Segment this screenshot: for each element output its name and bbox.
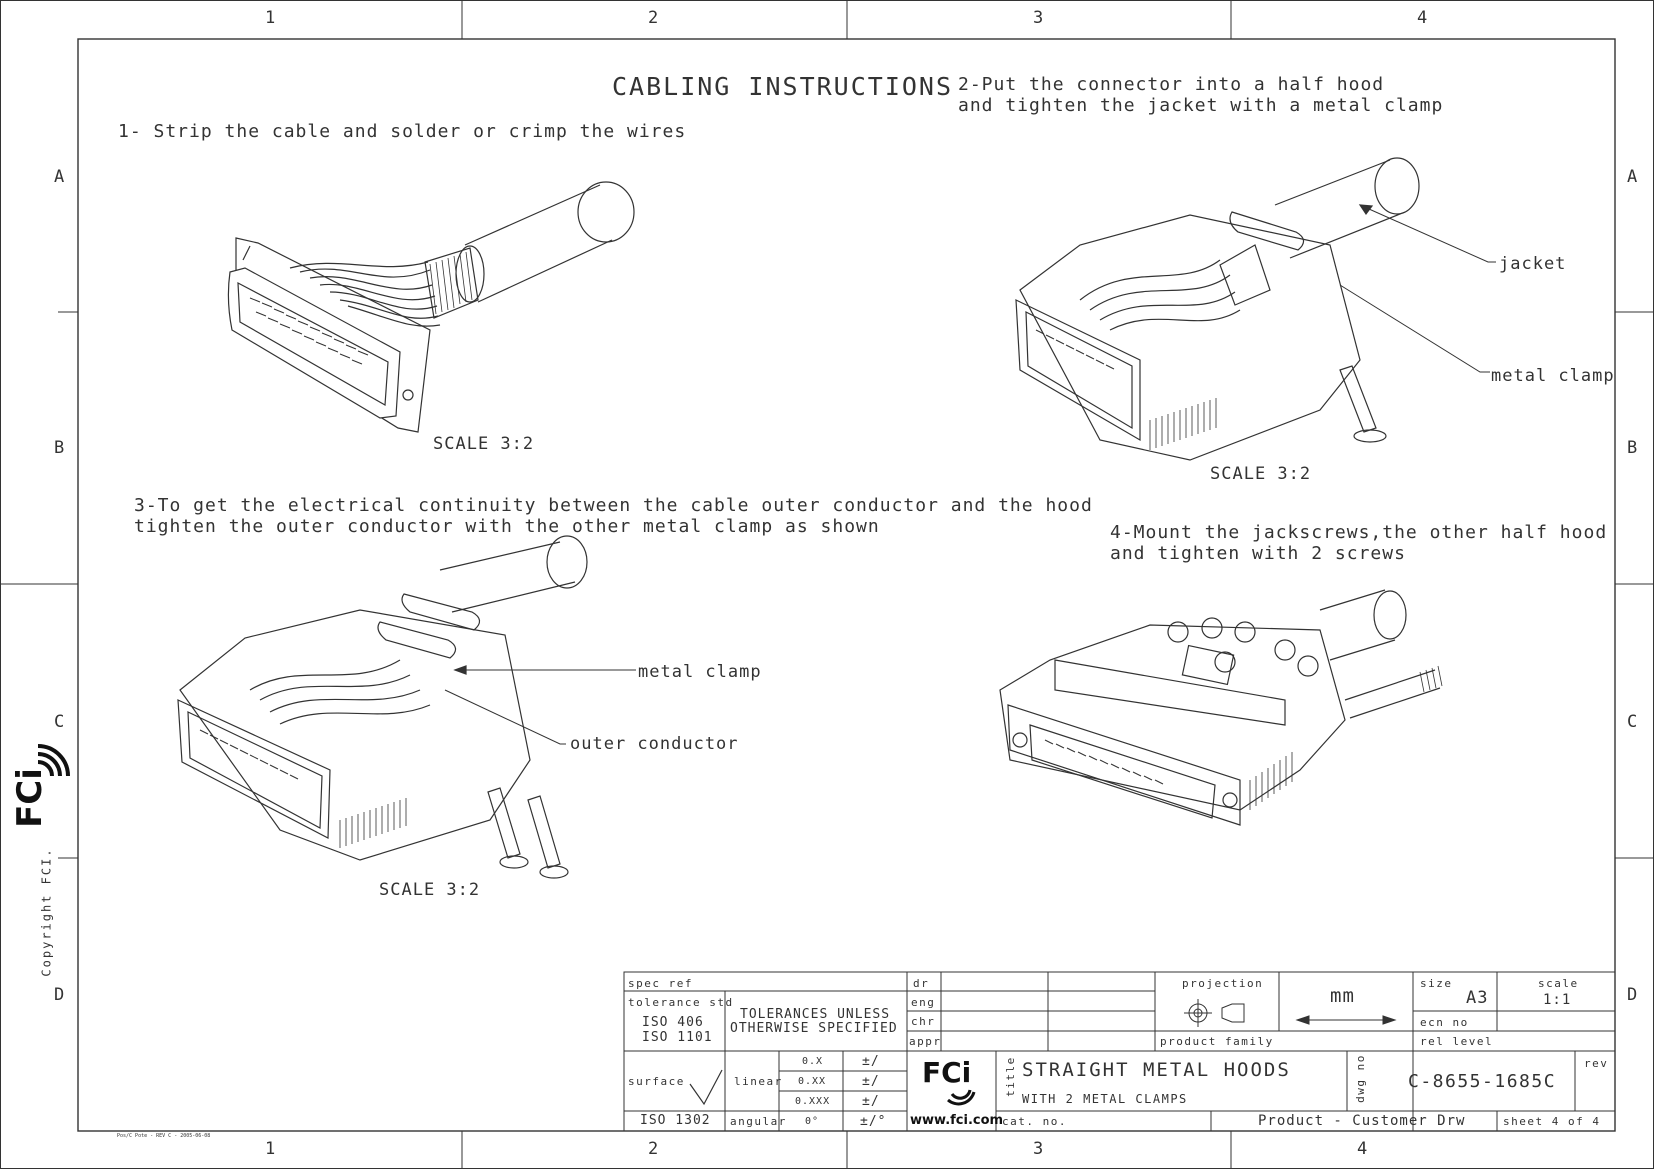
zone-number-1-top: 1	[265, 8, 277, 28]
footer-revision-note: Pos/C Pote - REV C - 2005-06-08	[117, 1133, 211, 1139]
tb-surface: surface	[628, 1075, 685, 1088]
step-2-line-1: 2-Put the connector into a half hood	[958, 74, 1385, 95]
scale-label-step-1: SCALE 3:2	[433, 434, 535, 454]
zone-number-4-top: 4	[1417, 8, 1429, 28]
tb-scale-value: 1:1	[1543, 992, 1572, 1008]
callout-jacket: jacket	[1499, 254, 1567, 274]
callout-metal-clamp-step-3: metal clamp	[638, 662, 762, 682]
fci-logo-vertical: FCi	[8, 744, 78, 830]
tb-rel-level: rel level	[1420, 1035, 1494, 1048]
fci-logo-title-block: FCi	[922, 1054, 992, 1106]
tb-tol-row-0xx: 0.XX	[798, 1076, 827, 1087]
tb-angular: angular	[730, 1115, 787, 1128]
fci-logo-text-title-block: FCi	[922, 1056, 972, 1089]
tb-sheet: sheet 4 of 4	[1503, 1115, 1601, 1128]
tb-scale-label: scale	[1538, 977, 1579, 990]
tb-dwg-no: C-8655-1685C	[1408, 1071, 1557, 1092]
tb-product-family: product family	[1160, 1035, 1274, 1048]
tb-spec-ref: spec ref	[628, 977, 693, 990]
step-2-line-2: and tighten the jacket with a metal clam…	[958, 95, 1444, 116]
zone-number-2-bottom: 2	[648, 1139, 660, 1159]
zone-number-1-bottom: 1	[265, 1139, 277, 1159]
tb-tolerance-std: tolerance std	[628, 996, 734, 1009]
tb-units: mm	[1330, 985, 1355, 1007]
tb-tol-value-0xxx: ±/	[862, 1094, 880, 1109]
tb-iso-1101: ISO 1101	[642, 1030, 713, 1045]
tb-size-value: A3	[1466, 988, 1489, 1008]
tb-tol-value-angle: ±/°	[860, 1114, 887, 1129]
step-3-line-1: 3-To get the electrical continuity betwe…	[134, 495, 1093, 516]
tb-website: www.fci.com	[910, 1113, 1004, 1128]
tb-dr: dr	[913, 977, 930, 990]
zone-letter-b-left: B	[54, 438, 66, 458]
zone-letter-d-left: D	[54, 985, 66, 1005]
tb-iso-1302: ISO 1302	[640, 1113, 711, 1128]
tb-rev-label: rev	[1584, 1057, 1609, 1070]
step-1-text: 1- Strip the cable and solder or crimp t…	[118, 121, 687, 142]
tb-iso-406: ISO 406	[642, 1015, 704, 1030]
tb-title-main: STRAIGHT METAL HOODS	[1022, 1059, 1291, 1081]
callout-outer-conductor: outer conductor	[570, 734, 739, 754]
zone-number-4-bottom: 4	[1357, 1139, 1369, 1159]
step-3-line-2: tighten the outer conductor with the oth…	[134, 516, 880, 537]
zone-letter-a-left: A	[54, 167, 66, 187]
step-4-line-1: 4-Mount the jackscrews,the other half ho…	[1110, 522, 1608, 543]
tb-title-label: title	[1003, 1056, 1017, 1097]
tb-dwg-no-label: dwg no	[1353, 1054, 1367, 1103]
zone-letter-c-left: C	[54, 712, 66, 732]
callout-metal-clamp-step-2: metal clamp	[1491, 366, 1615, 386]
tb-eng: eng	[911, 996, 936, 1009]
zone-letter-c-right: C	[1627, 712, 1639, 732]
tb-doc-type: Product - Customer Drw	[1258, 1113, 1466, 1129]
zone-number-3-top: 3	[1033, 8, 1045, 28]
zone-number-3-bottom: 3	[1033, 1139, 1045, 1159]
fci-waves-icon	[37, 744, 70, 777]
tb-linear: linear	[734, 1075, 783, 1088]
zone-letter-d-right: D	[1627, 985, 1639, 1005]
tb-tol-value-0xx: ±/	[862, 1074, 880, 1089]
tb-tol-row-angle: 0°	[805, 1116, 820, 1127]
tb-size-label: size	[1420, 977, 1453, 990]
zone-number-2-top: 2	[648, 8, 660, 28]
tb-cat-no: cat. no.	[1002, 1115, 1067, 1128]
tb-title-sub: WITH 2 METAL CLAMPS	[1022, 1092, 1188, 1106]
scale-label-step-2: SCALE 3:2	[1210, 464, 1312, 484]
tb-chr: chr	[911, 1015, 936, 1028]
tb-tolerances-line-2: OTHERWISE SPECIFIED	[730, 1021, 898, 1036]
tb-tol-value-0x: ±/	[862, 1054, 880, 1069]
scale-label-step-3: SCALE 3:2	[379, 880, 481, 900]
tb-ecn-no: ecn no	[1420, 1016, 1469, 1029]
zone-letter-a-right: A	[1627, 167, 1639, 187]
zone-letter-b-right: B	[1627, 438, 1639, 458]
tb-tolerances-line-1: TOLERANCES UNLESS	[740, 1007, 891, 1022]
tb-tol-row-0xxx: 0.XXX	[795, 1096, 831, 1107]
drawing-title: CABLING INSTRUCTIONS	[612, 72, 954, 101]
tb-projection: projection	[1182, 977, 1264, 990]
tb-appr: appr	[909, 1035, 942, 1048]
fci-waves-icon-title-block	[947, 1089, 976, 1106]
tb-tol-row-0x: 0.X	[802, 1056, 824, 1067]
step-4-line-2: and tighten with 2 screws	[1110, 543, 1406, 564]
